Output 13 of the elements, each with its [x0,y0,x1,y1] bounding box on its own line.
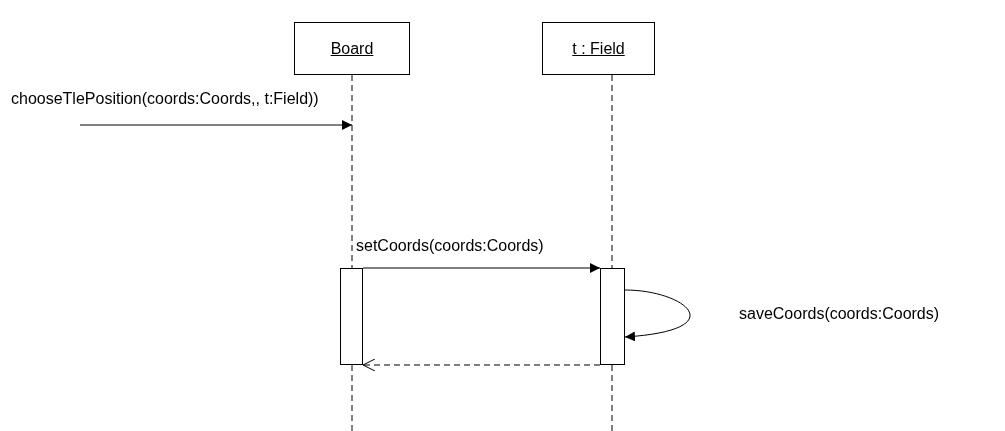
activation-bar [340,268,363,365]
object-name: Board [330,39,374,58]
edge-label: saveCoords(coords:Coords) [738,305,941,323]
edge-label: chooseTlePosition(coords:Coords,, t:Field)) [10,90,320,108]
activation-bar [600,268,625,365]
object-name: t : Field [572,39,625,58]
return-arrow [362,358,601,372]
message-arrow [624,289,691,341]
object-box [294,22,410,75]
object-box [542,22,655,75]
message-arrow [362,263,601,273]
message-arrow [79,120,353,130]
edge-label: setCoords(coords:Coords) [355,237,545,255]
